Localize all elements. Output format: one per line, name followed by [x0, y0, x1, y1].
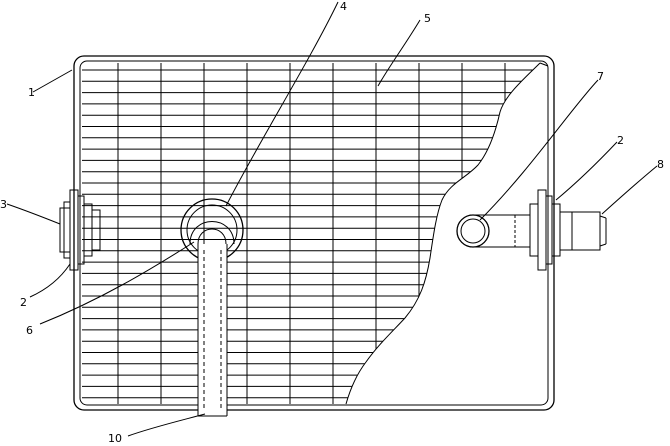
label-2-right: 2: [617, 134, 624, 147]
label-4: 4: [340, 0, 347, 13]
label-7: 7: [597, 70, 604, 83]
mesh-grid: [82, 63, 540, 404]
label-5: 5: [424, 12, 431, 25]
cutaway-boundary: [345, 62, 541, 405]
label-1: 1: [28, 86, 35, 99]
label-8: 8: [657, 158, 664, 171]
tank-inner-wall: [79, 60, 549, 406]
leader-lines: [6, 1, 658, 437]
right-flange-assembly: [529, 189, 607, 271]
tank-outer-wall: [73, 55, 555, 411]
label-10: 10: [108, 432, 122, 445]
cutaway-diagonal: [539, 62, 549, 67]
label-6: 6: [26, 324, 33, 337]
inner-pipe-7: [456, 214, 530, 248]
left-flange-assembly: [59, 189, 101, 271]
label-2-left: 2: [20, 296, 27, 309]
downpipe-10: [197, 244, 228, 417]
label-3: 3: [0, 198, 7, 211]
